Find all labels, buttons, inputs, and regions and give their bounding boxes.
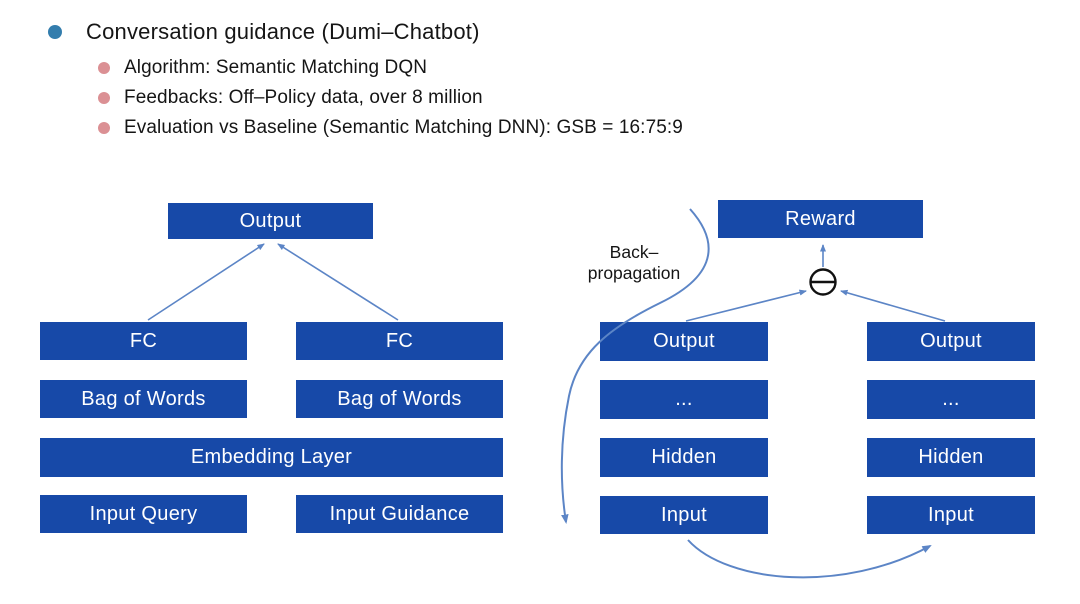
arrow-fc-left-to-output	[147, 243, 265, 321]
sub-bullet-row: Evaluation vs Baseline (Semantic Matchin…	[98, 117, 683, 139]
input-guidance-box: Input Guidance	[296, 495, 503, 533]
bullet-icon	[98, 92, 110, 104]
right-left-output-box: Output	[600, 322, 768, 361]
arrow-fc-right-to-output	[277, 243, 399, 321]
main-bullet-row: Conversation guidance (Dumi–Chatbot)	[48, 19, 480, 45]
circled-minus-icon	[809, 268, 837, 296]
sub-bullet-row: Feedbacks: Off–Policy data, over 8 milli…	[98, 87, 483, 109]
input-query-box: Input Query	[40, 495, 247, 533]
embedding-layer-box: Embedding Layer	[40, 438, 503, 477]
sub-bullet-label: Algorithm: Semantic Matching DQN	[124, 57, 428, 78]
left-output-box: Output	[168, 203, 373, 239]
arrow-left-output-to-minus	[685, 289, 807, 322]
bullet-icon	[48, 25, 62, 39]
main-bullet-label: Conversation guidance (Dumi–Chatbot)	[86, 19, 480, 44]
right-left-input-box: Input	[600, 496, 768, 534]
right-right-hidden-box: Hidden	[867, 438, 1035, 477]
arrow-right-output-to-minus	[840, 289, 946, 322]
sub-bullet-row: Algorithm: Semantic Matching DQN	[98, 57, 427, 79]
right-left-dots-box: ...	[600, 380, 768, 419]
backprop-label-line1: Back–	[609, 242, 659, 262]
right-right-dots-box: ...	[867, 380, 1035, 419]
right-right-input-box: Input	[867, 496, 1035, 534]
left-bag-of-words-right-box: Bag of Words	[296, 380, 503, 418]
sub-bullet-label: Feedbacks: Off–Policy data, over 8 milli…	[124, 87, 483, 108]
bullet-icon	[98, 122, 110, 134]
left-fc-left-box: FC	[40, 322, 247, 360]
bullet-icon	[98, 62, 110, 74]
backprop-label-line2: propagation	[587, 263, 681, 283]
left-fc-right-box: FC	[296, 322, 503, 360]
arrow-input-to-input	[687, 539, 932, 579]
backprop-label: Back– propagation	[566, 242, 702, 284]
right-left-hidden-box: Hidden	[600, 438, 768, 477]
right-right-output-box: Output	[867, 322, 1035, 361]
reward-box: Reward	[718, 200, 923, 238]
sub-bullet-label: Evaluation vs Baseline (Semantic Matchin…	[124, 117, 683, 138]
left-bag-of-words-left-box: Bag of Words	[40, 380, 247, 418]
